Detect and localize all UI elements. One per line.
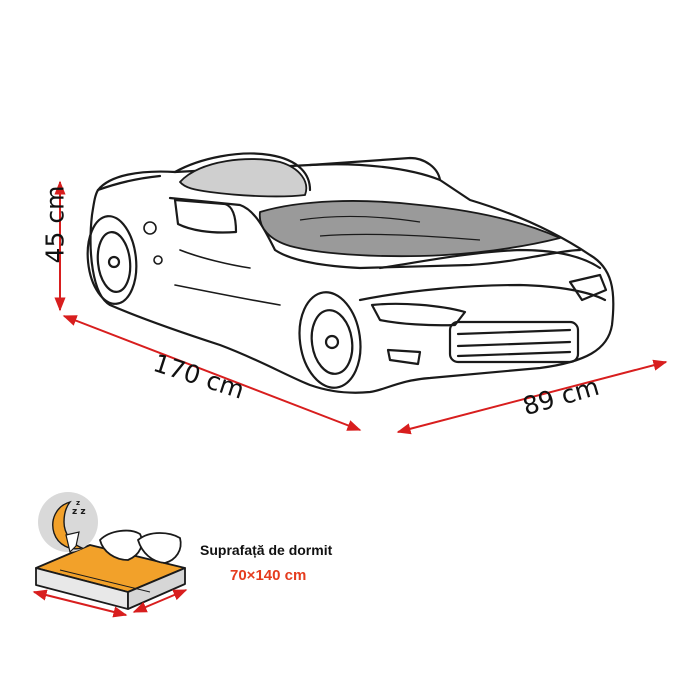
car-bed-illustration (86, 152, 615, 394)
mattress-width-arrow (132, 589, 188, 613)
mattress-length-arrow (32, 589, 128, 618)
svg-text:z: z (76, 499, 80, 507)
height-label: 45 cm (40, 185, 70, 264)
sleeping-area-value: 70×140 cm (230, 567, 307, 584)
svg-text:z z: z z (72, 507, 86, 517)
width-dimension-line (396, 359, 668, 435)
bedding-illustration (179, 158, 561, 258)
moon-sleep-icon: z z z (38, 492, 98, 554)
length-dimension-line (62, 315, 362, 431)
sleeping-area-title: Suprafață de dormit (200, 542, 333, 558)
pillow-icon (99, 529, 182, 564)
